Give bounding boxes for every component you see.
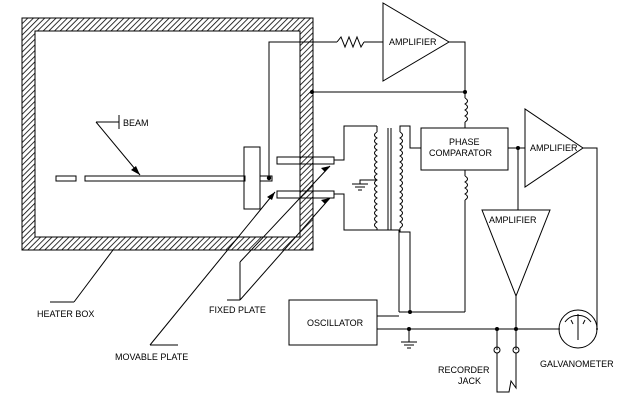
- label-phase-comparator-2: COMPARATOR: [429, 148, 493, 158]
- heater-box: [21, 17, 314, 251]
- label-movable-plate: MOVABLE PLATE: [115, 352, 188, 362]
- amplifier-right: [524, 108, 584, 188]
- pivot-dot: [266, 175, 272, 181]
- beam: [55, 175, 273, 182]
- label-recorder: RECORDER: [438, 365, 490, 375]
- galvanometer: [558, 309, 598, 349]
- label-oscillator: OSCILLATOR: [307, 318, 364, 328]
- amplifier-mid: [481, 209, 551, 298]
- leader-lines: [50, 115, 331, 346]
- label-amplifier-top: AMPLIFIER: [389, 37, 437, 47]
- label-jack: JACK: [458, 376, 481, 386]
- wiring: [268, 35, 598, 350]
- label-fixed-plate: FIXED PLATE: [209, 305, 266, 315]
- transformer: [352, 125, 421, 314]
- movable-plate: [243, 146, 261, 210]
- oscillator: [288, 299, 378, 346]
- label-phase-comparator-1: PHASE: [449, 137, 480, 147]
- recorder-jack: [493, 346, 520, 393]
- label-amplifier-right: AMPLIFIER: [530, 143, 578, 153]
- leader-arrowheads: [131, 166, 330, 204]
- amplifier-top: [382, 2, 450, 82]
- label-galvanometer: GALVANOMETER: [540, 359, 614, 369]
- phase-comparator: [420, 127, 509, 171]
- ground-symbol: [401, 341, 417, 349]
- label-amplifier-mid: AMPLIFIER: [489, 215, 537, 225]
- label-heater-box: HEATER BOX: [37, 309, 94, 319]
- label-beam: BEAM: [123, 118, 149, 128]
